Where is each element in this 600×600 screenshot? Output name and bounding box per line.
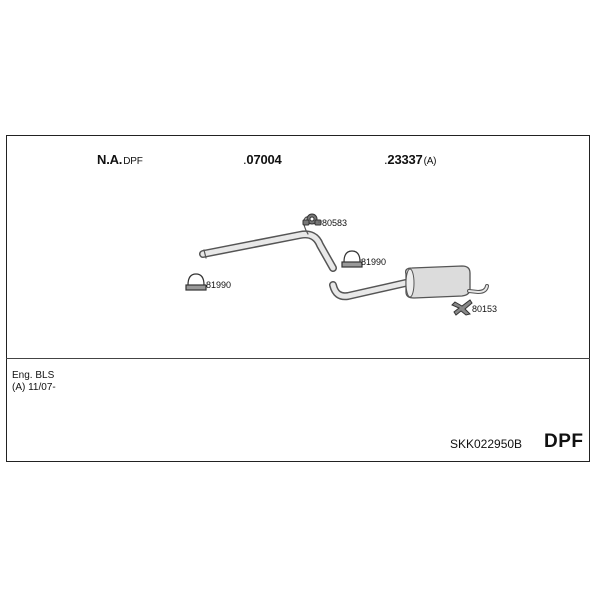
diagram-frame (6, 135, 590, 462)
part-label-rear-silencer: .23337(A) (384, 152, 437, 167)
clamp-80583-icon (302, 213, 322, 226)
clamp-81990-left-icon (185, 273, 207, 291)
date-note: (A) 11/07- (12, 382, 56, 393)
front-pipe-drawing (199, 216, 337, 272)
callout-81990-mid: 81990 (361, 257, 387, 267)
part-number-23337: 23337 (387, 152, 423, 167)
rear-silencer-drawing (329, 265, 489, 301)
part-suffix-a: (A) (423, 156, 437, 167)
callout-80153: 80153 (472, 304, 498, 314)
part-label-dpf: N.A.DPF (97, 152, 143, 167)
part-prefix-dot: . (384, 152, 388, 167)
callout-81990-left: 81990 (206, 280, 232, 290)
engine-note: Eng. BLS (12, 370, 55, 381)
part-number-07004: 07004 (246, 152, 282, 167)
part-number-na: N.A. (97, 152, 123, 167)
callout-80583: 80583 (322, 218, 348, 228)
dpf-label: DPF (544, 431, 584, 452)
kit-code: SKK022950B (450, 437, 523, 451)
callout-leaders (318, 221, 362, 261)
clamp-81990-mid-icon (341, 250, 363, 268)
notes-divider (6, 358, 590, 359)
part-suffix-dpf: DPF (123, 156, 143, 167)
hanger-80153-icon (451, 299, 473, 316)
part-prefix-dot: . (243, 152, 247, 167)
part-label-front-pipe: .07004 (243, 152, 282, 167)
